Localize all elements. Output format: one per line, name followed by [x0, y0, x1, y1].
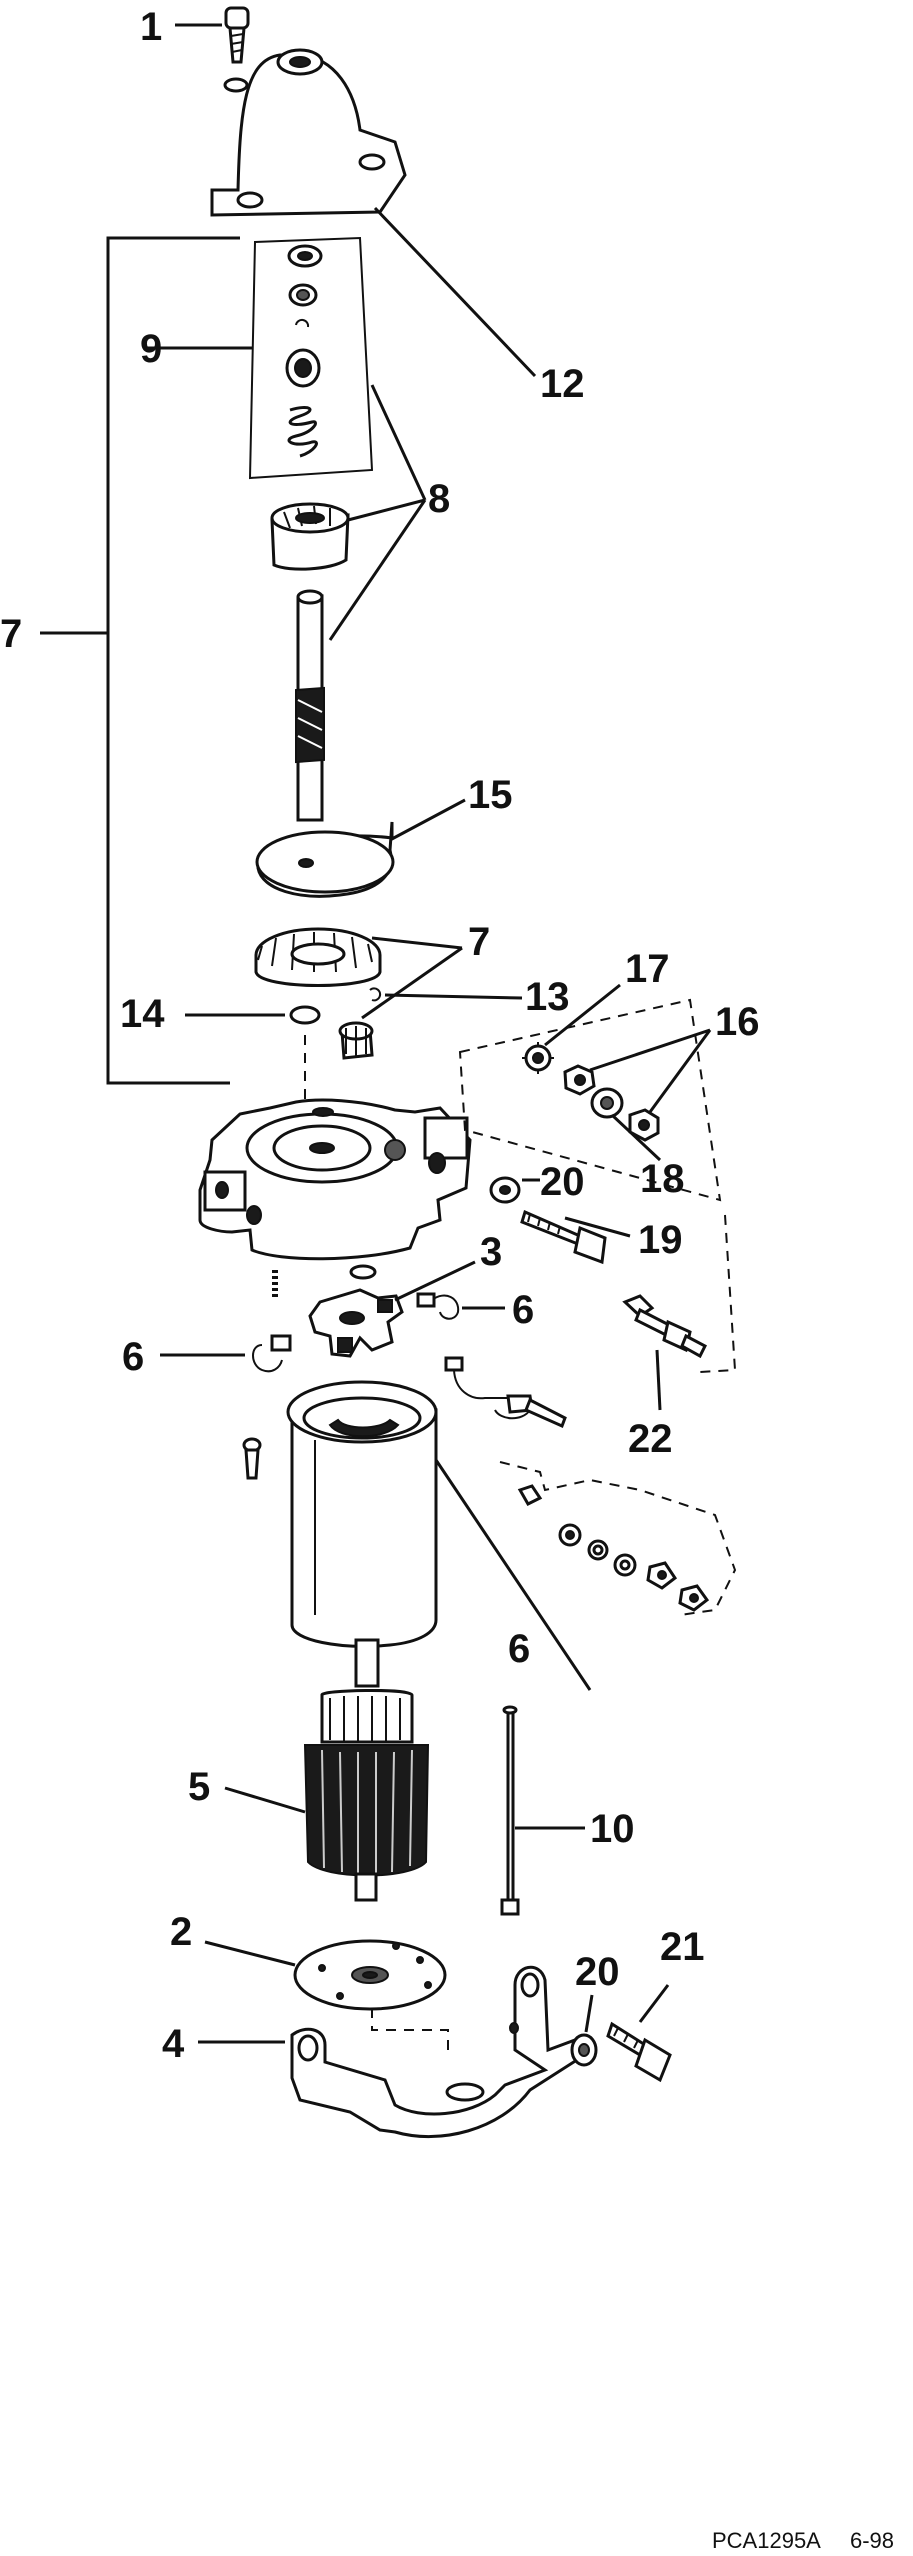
- part-star-washer-17: [522, 983, 621, 1074]
- assembly-bracket-7: [40, 236, 240, 1085]
- callout-7-main: 7: [0, 612, 22, 656]
- figure-date: 6-98: [850, 2528, 894, 2553]
- part-retaining-ring-13: [369, 987, 523, 1002]
- part-washer-14: [185, 1005, 321, 1025]
- callout-6-left: 6: [122, 1335, 144, 1379]
- part-screw-top: [175, 6, 250, 64]
- callout-22: 22: [628, 1417, 673, 1461]
- callout-3: 3: [480, 1230, 502, 1274]
- callout-9: 9: [140, 327, 162, 371]
- callout-2: 2: [170, 1910, 192, 1954]
- part-planet-gear: [338, 946, 463, 1060]
- part-washer-20-lower: [570, 1994, 598, 2067]
- callout-1: 1: [140, 5, 162, 49]
- callout-5: 5: [188, 1765, 210, 1809]
- callout-12: 12: [540, 362, 585, 406]
- callout-19: 19: [638, 1218, 683, 1262]
- part-commutator-end-plate: [204, 1939, 447, 2011]
- part-terminal-nuts-row: [517, 1484, 710, 1612]
- callout-20-upper: 20: [540, 1160, 585, 1204]
- callout-4: 4: [162, 2022, 185, 2066]
- part-brush-right: [416, 1292, 505, 1320]
- part-bolt-19: [520, 1209, 631, 1265]
- part-nut-16a: [563, 1064, 596, 1096]
- terminal-hardware-group: [458, 983, 737, 1373]
- part-gear-housing: [198, 1098, 472, 1261]
- callout-18: 18: [640, 1157, 685, 1201]
- part-pinion-kit: [143, 236, 374, 480]
- part-bolt-21: [606, 1984, 672, 2083]
- callout-6-lower: 6: [508, 1627, 530, 1671]
- part-washer-18: [590, 1087, 662, 1162]
- figure-code: PCA1295A: [712, 2528, 821, 2553]
- part-drive-end-cap: [210, 48, 537, 378]
- callout-16: 16: [715, 1000, 760, 1044]
- part-frame-housing: [286, 1380, 438, 1648]
- part-ring-gear: [254, 927, 463, 987]
- callout-14: 14: [120, 992, 165, 1036]
- part-small-screw: [242, 1437, 262, 1480]
- part-washer-top: [223, 77, 249, 93]
- dashed-terminal-plate: [434, 1459, 737, 1691]
- callout-6-right: 6: [512, 1288, 534, 1332]
- callout-17: 17: [625, 947, 670, 991]
- callout-10: 10: [590, 1807, 635, 1851]
- part-armature-plate: [255, 798, 466, 898]
- part-brush-left: [160, 1334, 292, 1373]
- part-terminal-stud-22: [622, 1294, 707, 1411]
- part-through-bolt: [500, 1705, 585, 1916]
- callout-8: 8: [428, 477, 450, 521]
- callout-15: 15: [468, 773, 513, 817]
- part-nut-16b: [628, 1108, 660, 1142]
- part-mounting-bracket: [198, 1965, 582, 2139]
- part-brush-holder: [272, 1260, 476, 1358]
- part-positive-brush-lead: [444, 1356, 567, 1429]
- part-washer-20-upper: [489, 1176, 540, 1204]
- callout-21: 21: [660, 1925, 705, 1969]
- callout-20-lower: 20: [575, 1950, 620, 1994]
- bracket-guide: [371, 2008, 449, 2050]
- part-armature: [224, 1638, 430, 1902]
- callout-7-gears: 7: [468, 920, 490, 964]
- part-drive-pinion: [270, 502, 350, 571]
- callout-13: 13: [525, 975, 570, 1019]
- part-drive-shaft: [295, 384, 427, 822]
